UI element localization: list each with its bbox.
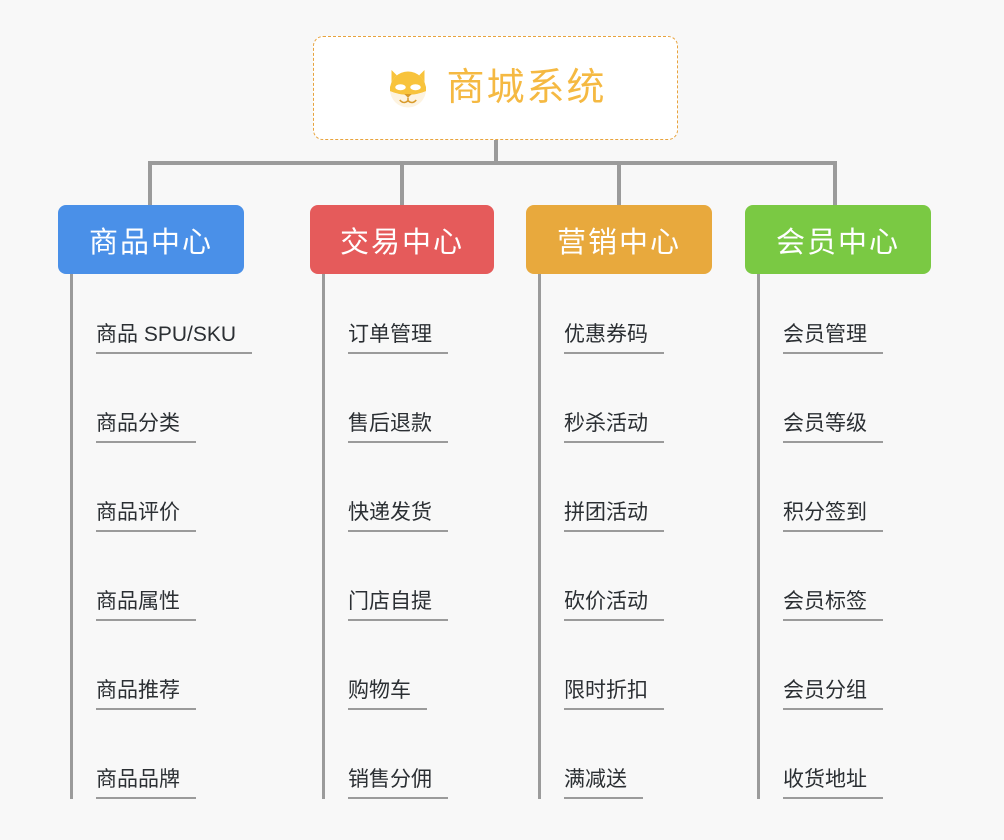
category-header-1[interactable]: 商品中心 [58,205,244,274]
leaf-item-label: 会员管理 [783,323,883,354]
leaf-item[interactable]: 商品分类 [58,363,244,452]
leaf-item-label: 积分签到 [783,501,883,532]
leaf-item-label: 收货地址 [783,768,883,799]
leaf-item[interactable]: 商品 SPU/SKU [58,274,253,363]
root-node[interactable]: 商城系统 [313,36,678,140]
root-title: 商城系统 [446,67,607,109]
leaf-item[interactable]: 购物车 [310,630,494,719]
connector-drop-3 [617,161,621,207]
leaf-item[interactable]: 售后退款 [310,363,494,452]
branch-3: 优惠券码秒杀活动拼团活动砍价活动限时折扣满减送 [526,274,712,808]
leaf-item[interactable]: 商品属性 [58,541,244,630]
leaf-item-label: 优惠券码 [564,323,664,354]
branch-spine-4 [757,274,760,799]
branch-4: 会员管理会员等级积分签到会员标签会员分组收货地址 [745,274,931,808]
leaf-item[interactable]: 会员标签 [745,541,931,630]
leaf-item-label: 门店自提 [348,590,448,621]
branch-spine-2 [322,274,325,799]
connector-drop-4 [833,161,837,207]
leaf-item[interactable]: 优惠券码 [526,274,712,363]
leaf-item-label: 会员等级 [783,412,883,443]
leaf-item[interactable]: 会员管理 [745,274,931,363]
branch-spine-3 [538,274,541,799]
category-column-2: 交易中心订单管理售后退款快递发货门店自提购物车销售分佣 [310,205,494,808]
leaf-item[interactable]: 订单管理 [310,274,494,363]
leaf-item-label: 满减送 [564,768,643,799]
leaf-item[interactable]: 限时折扣 [526,630,712,719]
leaf-item-label: 商品评价 [96,501,196,532]
leaf-item-label: 商品分类 [96,412,196,443]
category-header-3[interactable]: 营销中心 [526,205,712,274]
leaf-item[interactable]: 门店自提 [310,541,494,630]
branch-2: 订单管理售后退款快递发货门店自提购物车销售分佣 [310,274,494,808]
leaf-item[interactable]: 拼团活动 [526,452,712,541]
branch-spine-1 [70,274,73,799]
leaf-item-label: 会员分组 [783,679,883,710]
leaf-item[interactable]: 会员分组 [745,630,931,719]
leaf-item-label: 购物车 [348,679,427,710]
leaf-item-label: 会员标签 [783,590,883,621]
leaf-item[interactable]: 积分签到 [745,452,931,541]
leaf-item-label: 拼团活动 [564,501,664,532]
shiba-dog-icon [390,70,427,108]
leaf-item[interactable]: 商品评价 [58,452,244,541]
category-header-2[interactable]: 交易中心 [310,205,494,274]
category-column-4: 会员中心会员管理会员等级积分签到会员标签会员分组收货地址 [745,205,931,808]
leaf-item-label: 秒杀活动 [564,412,664,443]
leaf-item-label: 商品品牌 [96,768,196,799]
leaf-item[interactable]: 满减送 [526,719,712,808]
leaf-item[interactable]: 会员等级 [745,363,931,452]
leaf-item-label: 砍价活动 [564,590,664,621]
leaf-item-label: 销售分佣 [348,768,448,799]
connector-horizontal-bus [148,161,836,165]
leaf-item[interactable]: 快递发货 [310,452,494,541]
leaf-item-label: 商品 SPU/SKU [96,323,253,354]
leaf-item[interactable]: 砍价活动 [526,541,712,630]
leaf-item-label: 商品推荐 [96,679,196,710]
leaf-item-label: 快递发货 [348,501,448,532]
leaf-item-label: 限时折扣 [564,679,664,710]
connector-drop-1 [148,161,152,207]
connector-root-stem [494,140,498,164]
leaf-item-label: 商品属性 [96,590,196,621]
leaf-item[interactable]: 秒杀活动 [526,363,712,452]
branch-1: 商品 SPU/SKU 商品分类商品评价商品属性商品推荐商品品牌 [58,274,253,808]
category-column-3: 营销中心优惠券码秒杀活动拼团活动砍价活动限时折扣满减送 [526,205,712,808]
leaf-item-label: 售后退款 [348,412,448,443]
leaf-item-label: 订单管理 [348,323,448,354]
leaf-item[interactable]: 销售分佣 [310,719,494,808]
category-column-1: 商品中心商品 SPU/SKU 商品分类商品评价商品属性商品推荐商品品牌 [58,205,253,808]
connector-drop-2 [400,161,404,207]
leaf-item[interactable]: 商品品牌 [58,719,244,808]
leaf-item[interactable]: 收货地址 [745,719,931,808]
leaf-item[interactable]: 商品推荐 [58,630,244,719]
category-header-4[interactable]: 会员中心 [745,205,931,274]
